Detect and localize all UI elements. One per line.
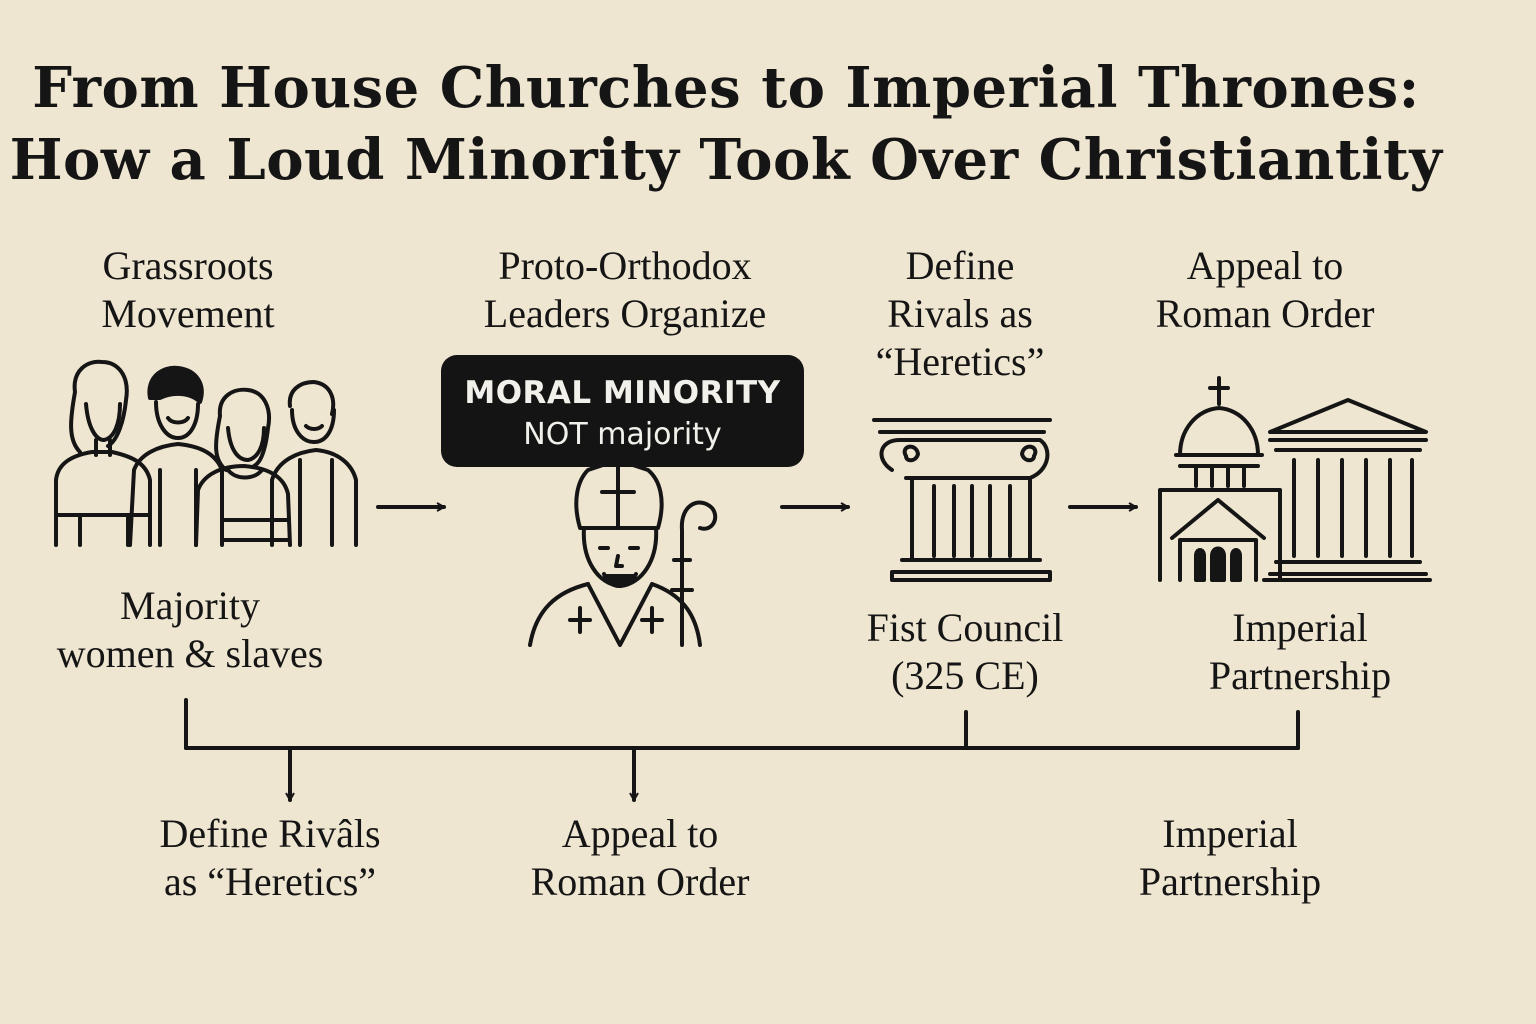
stage-1-caption: Majority women & slaves [56,583,324,676]
bishop-icon [528,458,718,647]
bottom-label-heretics: Define Rivâls as “Heretics” [159,811,381,904]
people-group-icon [54,359,358,547]
stage-1-heading: Grassroots Movement [101,243,275,336]
bottom-label-partnership: Imperial Partnership [1138,811,1322,904]
stage-3-heading: Define Rivals as “Heretics” [875,243,1045,384]
stage-4-caption: Imperial Partnership [1208,605,1392,698]
bottom-connector [184,698,1300,750]
bottom-label-roman-order: Appeal to Roman Order [530,811,750,904]
stage-2-heading: Proto-Orthodox Leaders Organize [483,243,767,336]
diagram-title-line1: From House Churches to Imperial Thrones: [32,55,1420,121]
badge-line1: MORAL MINORITY [464,375,781,411]
column-icon [872,418,1052,582]
badge-line2: NOT majority [523,417,722,452]
diagram-title-line2: How a Loud Minority Took Over Christiant… [9,127,1443,193]
moral-minority-badge: MORAL MINORITY NOT majority [441,355,804,467]
church-temple-icon [1158,376,1432,582]
stage-4-heading: Appeal to Roman Order [1155,243,1375,336]
stage-3-caption: Fist Council (325 CE) [866,605,1064,698]
